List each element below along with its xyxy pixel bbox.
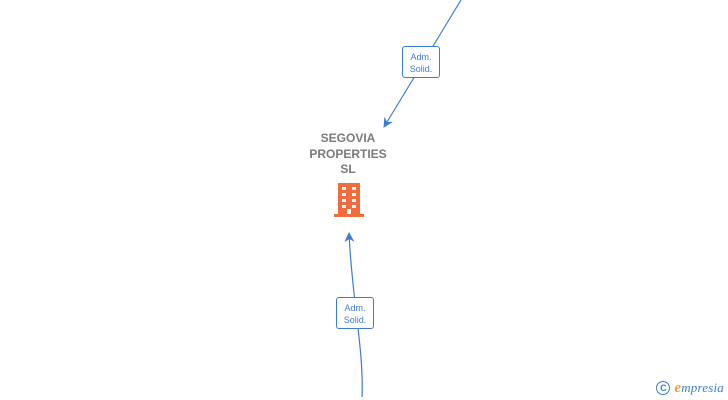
- company-name-line-2: PROPERTIES: [309, 146, 387, 161]
- copyright-icon: C: [656, 381, 671, 395]
- company-name-line-1: SEGOVIA: [320, 131, 376, 145]
- relation-label-line-1: Adm.: [410, 52, 432, 62]
- relation-badge-top[interactable]: Adm. Solid.: [402, 46, 440, 78]
- company-name[interactable]: SEGOVIA PROPERTIES SL: [296, 131, 400, 178]
- brand-logo-e: e: [674, 379, 682, 396]
- watermark: C empresia: [656, 379, 724, 397]
- relation-label-line-1: Adm.: [344, 303, 366, 313]
- relation-badge-bottom[interactable]: Adm. Solid.: [336, 297, 374, 329]
- brand-logo-rest: mpresia: [681, 379, 724, 395]
- building-icon[interactable]: [332, 183, 366, 217]
- relation-label-line-2: Solid.: [343, 315, 367, 325]
- brand-logo: empresia: [674, 380, 724, 397]
- relation-label-line-2: Solid.: [409, 64, 433, 74]
- company-name-line-3: SL: [340, 162, 356, 176]
